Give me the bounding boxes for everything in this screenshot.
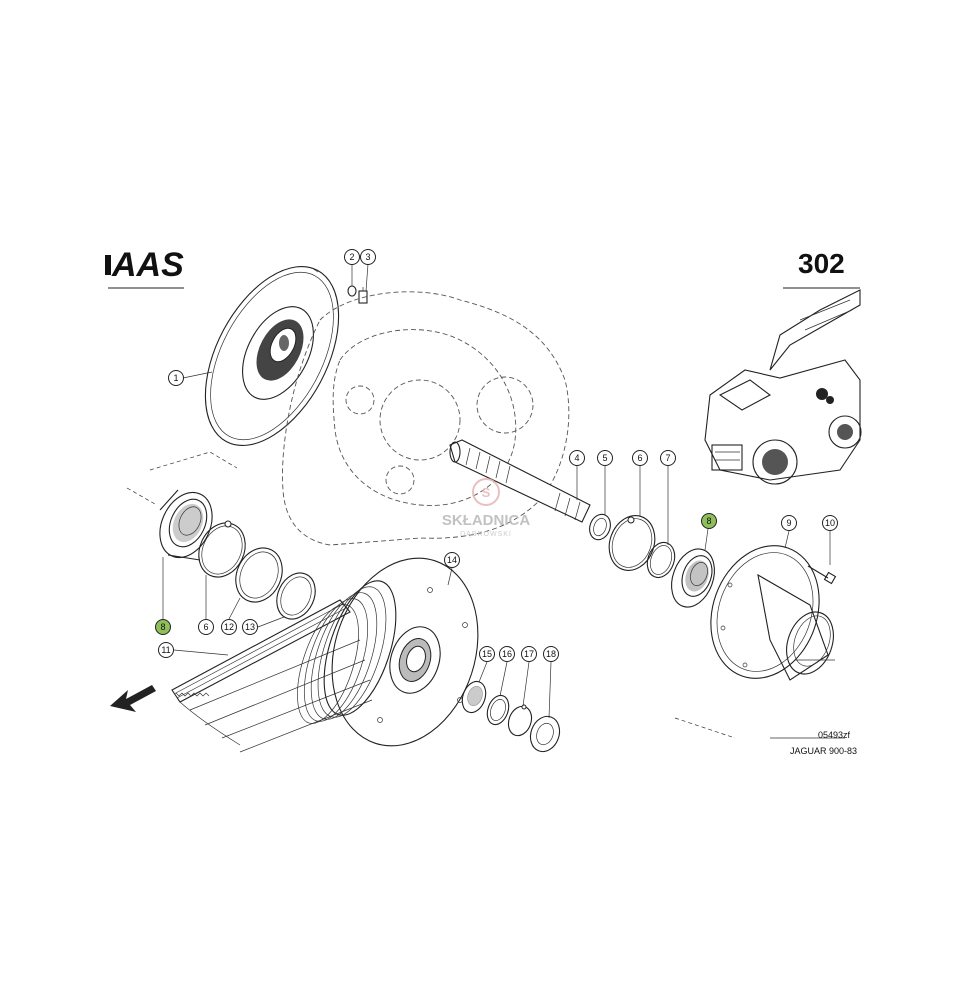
callout-7: 7 (660, 450, 676, 466)
part-snap-ring-6-left (198, 520, 246, 578)
svg-text:S: S (482, 485, 491, 500)
svg-text:16: 16 (502, 649, 512, 659)
part-housing-dashed (282, 291, 570, 546)
svg-text:13: 13 (245, 622, 255, 632)
part-shaft (449, 439, 591, 523)
claas-logo: AAS (105, 246, 184, 284)
svg-text:4: 4 (574, 453, 579, 463)
svg-text:17: 17 (524, 649, 534, 659)
header: AAS 302 (105, 246, 860, 289)
part-ring-12 (235, 547, 283, 603)
callout-6-left: 6 (198, 619, 214, 635)
footer: 05493zf JAGUAR 900-83 (790, 730, 857, 756)
callout-8-left-highlighted: 8 (155, 619, 171, 635)
page-number: 302 (798, 248, 845, 279)
model-label: JAGUAR 900-83 (790, 746, 857, 756)
callout-6-right: 6 (632, 450, 648, 466)
part-flange-housing (710, 545, 834, 681)
svg-text:8: 8 (706, 516, 711, 526)
svg-text:18: 18 (546, 649, 556, 659)
callout-17: 17 (521, 646, 537, 662)
svg-text:10: 10 (825, 518, 835, 528)
callouts: 1 2 3 4 5 6 7 8 9 10 8 6 12 13 11 14 15 … (155, 249, 838, 662)
svg-text:7: 7 (665, 453, 670, 463)
svg-text:12: 12 (224, 622, 234, 632)
callout-8-right-highlighted: 8 (701, 513, 717, 529)
svg-text:2: 2 (349, 252, 354, 262)
watermark-sub: DĄBROWSKI (460, 531, 512, 538)
part-pulley (297, 557, 479, 747)
callout-9: 9 (781, 515, 797, 531)
svg-text:11: 11 (161, 645, 170, 655)
callout-14: 14 (444, 552, 460, 568)
part-bolt-10 (807, 565, 837, 585)
leader-frames (126, 451, 845, 739)
callout-3: 3 (360, 249, 376, 265)
svg-text:15: 15 (482, 649, 492, 659)
callout-4: 4 (569, 450, 585, 466)
callout-1: 1 (168, 370, 184, 386)
callout-16: 16 (499, 646, 515, 662)
callout-2: 2 (344, 249, 360, 265)
svg-text:9: 9 (786, 518, 791, 528)
part-bolt-washer (347, 285, 368, 304)
callout-5: 5 (597, 450, 613, 466)
callout-12: 12 (221, 619, 237, 635)
part-bearing-left (159, 489, 213, 561)
svg-text:14: 14 (447, 555, 457, 565)
part-bearing-right (671, 548, 715, 608)
callout-10: 10 (822, 515, 838, 531)
svg-text:8: 8 (160, 622, 165, 632)
part-belt (171, 599, 373, 753)
svg-text:6: 6 (203, 622, 208, 632)
drawing-code: 05493zf (818, 730, 851, 740)
svg-text:6: 6 (637, 453, 642, 463)
direction-arrow-icon (110, 685, 156, 712)
svg-text:1: 1 (173, 373, 178, 383)
callout-18: 18 (543, 646, 559, 662)
part-ring-7 (646, 541, 676, 579)
harvester-thumbnail (704, 289, 862, 485)
part-ring-16 (486, 694, 510, 726)
svg-text:5: 5 (602, 453, 607, 463)
part-ring-5 (589, 513, 611, 541)
callout-leaders (162, 263, 831, 719)
part-ring-13 (276, 572, 316, 620)
callout-11: 11 (158, 642, 174, 658)
brand-logo-text: AAS (111, 246, 184, 284)
watermark: S SKŁADNICA DĄBROWSKI (442, 478, 530, 538)
part-flywheel-disc (204, 265, 340, 447)
part-washer-18 (529, 715, 561, 753)
part-bearing-15 (461, 680, 487, 714)
svg-text:3: 3 (365, 252, 370, 262)
watermark-name: SKŁADNICA (442, 512, 530, 529)
part-snap-ring-6 (608, 515, 656, 571)
callout-15: 15 (479, 646, 495, 662)
callout-13: 13 (242, 619, 258, 635)
